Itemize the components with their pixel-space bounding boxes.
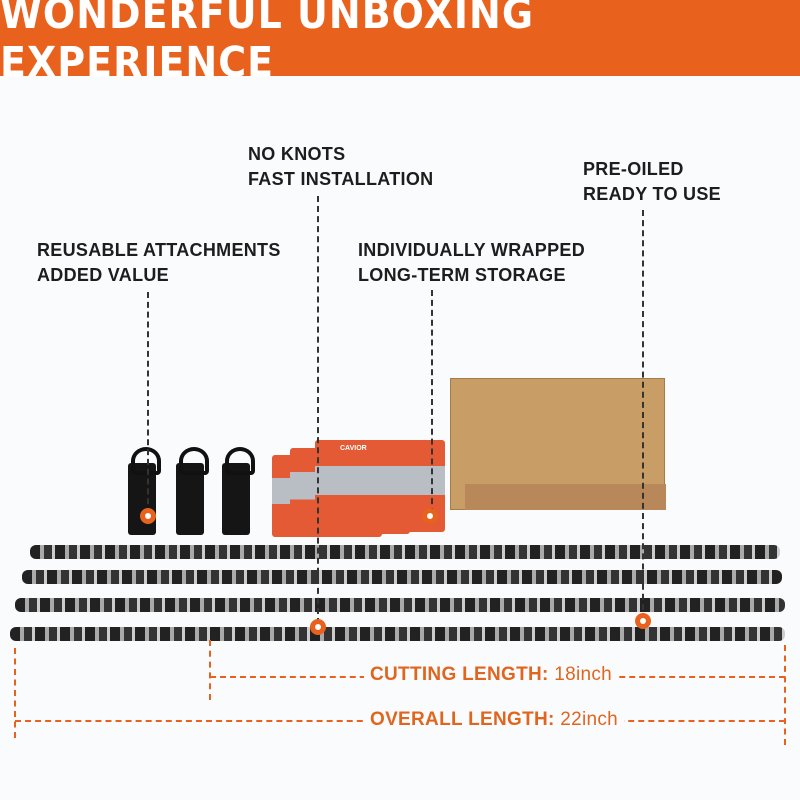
feature-reusable-attachments: REUSABLE ATTACHMENTS ADDED VALUE [37,238,281,288]
dimension-tick [14,648,16,738]
strap-attachment [128,447,161,535]
box-side [465,484,666,510]
cardboard-box [450,378,666,510]
callout-line [147,292,149,514]
callout-dot [310,619,326,635]
callout-line [431,290,433,514]
feature-line: ADDED VALUE [37,265,169,285]
banner-title: WONDERFUL UNBOXING EXPERIENCE [0,0,535,87]
cutting-length-value: 18inch [554,664,613,685]
feature-line: REUSABLE ATTACHMENTS [37,240,281,260]
feature-line: INDIVIDUALLY WRAPPED [358,240,586,260]
feature-line: READY TO USE [583,184,721,204]
package-logo: CAVIOR [340,445,367,452]
overall-length-title: OVERALL LENGTH: [370,709,555,730]
strap-attachment [222,447,255,535]
callout-line [317,196,319,624]
strap-attachment [176,447,209,535]
callout-dot [422,508,438,524]
feature-pre-oiled: PRE-OILED READY TO USE [583,157,721,207]
chainsaw-chain [10,627,785,641]
callout-line [642,210,644,620]
feature-line: PRE-OILED [583,159,684,179]
feature-no-knots: NO KNOTS FAST INSTALLATION [248,142,433,192]
chainsaw-chain [22,570,782,584]
feature-line: NO KNOTS [248,144,346,164]
overall-length-label: OVERALL LENGTH: 22inch [364,709,625,731]
chainsaw-chain [15,598,785,612]
cutting-length-label: CUTTING LENGTH: 18inch [364,664,619,686]
callout-dot [140,508,156,524]
feature-individually-wrapped: INDIVIDUALLY WRAPPED LONG-TERM STORAGE [358,238,585,288]
cutting-length-title: CUTTING LENGTH: [370,664,549,685]
feature-line: FAST INSTALLATION [248,169,434,189]
dimension-tick [784,645,786,745]
callout-dot [635,613,651,629]
dimension-tick [209,640,211,700]
feature-line: LONG-TERM STORAGE [358,265,566,285]
chainsaw-chain [30,545,780,559]
header-banner: WONDERFUL UNBOXING EXPERIENCE [0,0,800,86]
overall-length-value: 22inch [560,709,619,730]
